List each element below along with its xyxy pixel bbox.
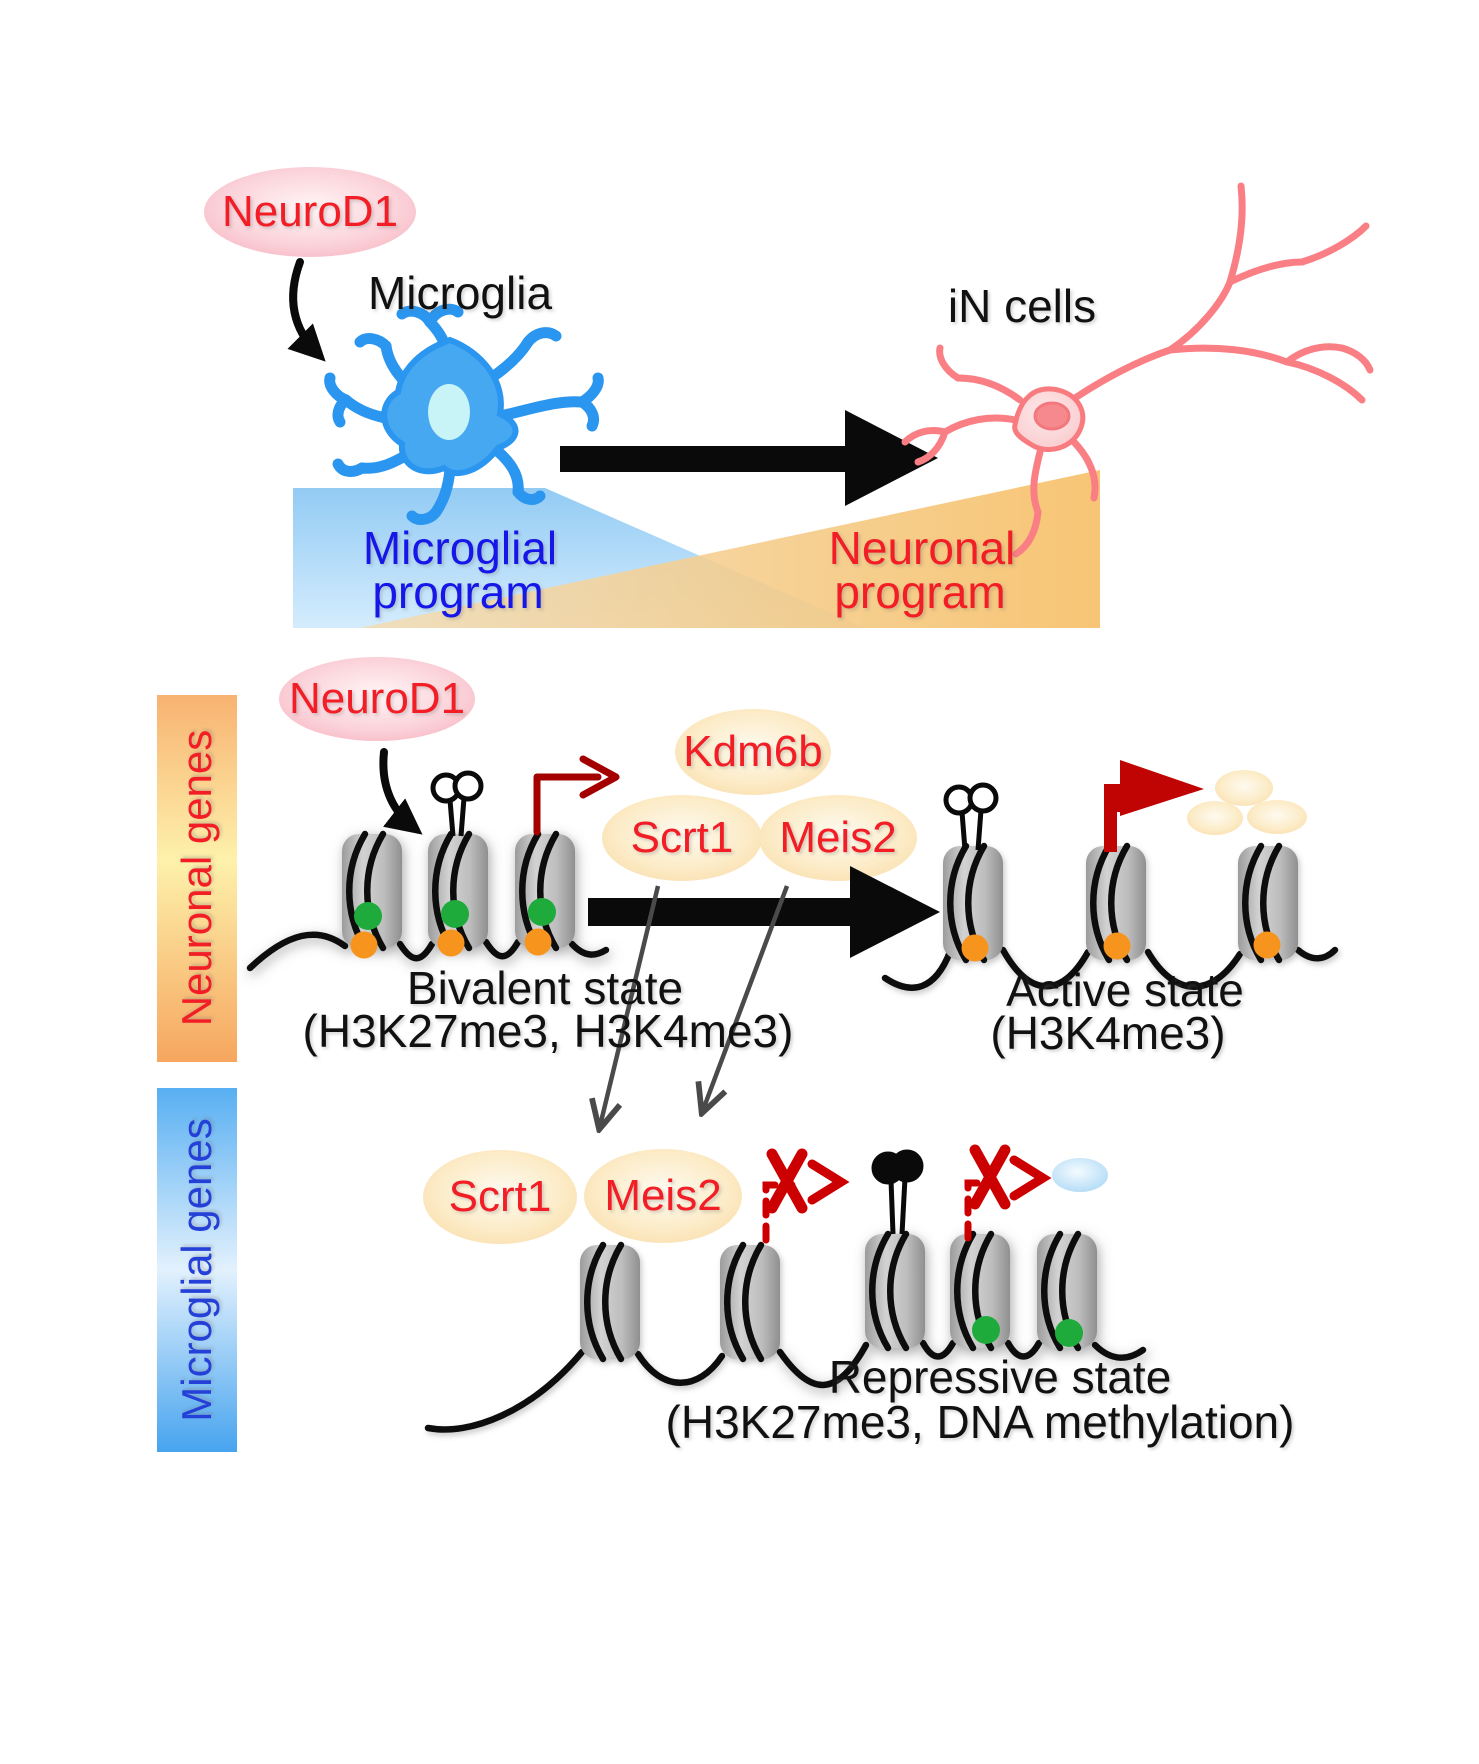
- microglial-program-label-line1: Microglial: [362, 521, 558, 574]
- dna-linker: [776, 1341, 870, 1389]
- h3k27me3-marks-bivalent: [350, 928, 552, 959]
- repressed-protein-oval: [1052, 1158, 1108, 1192]
- neuronal-program-label-line2: program: [834, 565, 1006, 618]
- dna-linker: [396, 940, 436, 962]
- in-cells-label: iN cells: [947, 279, 1097, 332]
- microglia-nucleus: [428, 384, 470, 440]
- microglial-genes-bar: [157, 1088, 237, 1452]
- dna-linker: [1004, 1339, 1043, 1360]
- dna-linker: [881, 948, 954, 991]
- dna-linker: [1144, 948, 1244, 990]
- dna-linker: [1294, 946, 1339, 962]
- active-state-title: Active state: [1006, 963, 1244, 1016]
- microglial-program-label-line2: program: [372, 565, 544, 618]
- meis2-oval-lower: [584, 1149, 742, 1243]
- repressive-nucleosomes: [776, 1234, 1147, 1389]
- dna-linker: [424, 1348, 586, 1433]
- meis2-label-lower: Meis2: [604, 1170, 722, 1220]
- scrt1-oval: [602, 795, 762, 881]
- repressive-state-marks: (H3K27me3, DNA methylation): [665, 1395, 1295, 1448]
- dna-linker: [919, 1339, 957, 1360]
- active-nucleosomes: [881, 846, 1339, 991]
- transition-arrow: [588, 866, 940, 958]
- neurod1-oval-mid: [279, 657, 475, 741]
- dna-linker: [999, 946, 1092, 990]
- neurod1-label-mid: NeuroD1: [288, 673, 466, 723]
- bivalent-state-title: Bivalent state: [406, 961, 684, 1014]
- meis2-label: Meis2: [779, 812, 897, 862]
- scrt1-label-lower: Scrt1: [448, 1171, 552, 1221]
- bivalent-state-marks: (H3K27me3, H3K4me3): [302, 1004, 794, 1057]
- conversion-arrow: [560, 410, 938, 506]
- dna-linker: [568, 940, 610, 958]
- neuronal-genes-row-label: Neuronal genes: [172, 729, 220, 1027]
- microglial-genes-row-label: Microglial genes: [172, 1118, 220, 1422]
- neurod1-oval-top: [204, 167, 416, 257]
- microglial-nucleosomes: [424, 1245, 780, 1433]
- dna-linker: [1091, 1341, 1147, 1361]
- neurod1-label-top: NeuroD1: [221, 186, 399, 236]
- recruitment-arrow-meis2: [703, 885, 790, 1110]
- dna-linker: [634, 1350, 726, 1386]
- neurod1-induction-arrow: [287, 258, 326, 362]
- bivalent-nucleosomes: [246, 834, 610, 972]
- dna-linker: [482, 938, 522, 960]
- h3k4me3-marks-active: [961, 931, 1281, 962]
- neuronal-genes-bar: [157, 695, 237, 1062]
- active-state-marks: (H3K4me3): [990, 1006, 1226, 1059]
- microglia-label: Microglia: [367, 266, 553, 319]
- methylated-cpg-icon: [871, 1149, 924, 1235]
- recruitment-arrow-scrt1: [600, 885, 661, 1126]
- h3k27me3-marks-repressive: [972, 1316, 1083, 1347]
- kdm6b-label: Kdm6b: [683, 726, 823, 776]
- blocked-promoter-icon-1: [762, 1148, 850, 1244]
- meis2-oval: [759, 795, 917, 881]
- h3k4me3-marks-bivalent: [354, 898, 556, 930]
- unmethylated-cpg-icon: [430, 770, 484, 837]
- scrt1-label: Scrt1: [630, 812, 734, 862]
- in-neuron: [901, 182, 1374, 558]
- neuronal-program-label-line1: Neuronal: [828, 521, 1016, 574]
- transcription-flag-icon: [1104, 760, 1204, 852]
- in-neuron-nucleus: [1033, 401, 1071, 431]
- kdm6b-oval: [675, 709, 831, 795]
- protein-complex-ovals: [1187, 770, 1307, 835]
- repressive-state-title: Repressive state: [828, 1350, 1172, 1403]
- microglia-cell: [324, 303, 604, 525]
- dna-linker: [246, 931, 349, 972]
- blocked-promoter-icon-2: [964, 1144, 1052, 1242]
- unmethylated-cpg-icon-active: [943, 782, 999, 851]
- scrt1-oval-lower: [423, 1150, 577, 1244]
- neuronal-program-wedge: [360, 470, 1100, 628]
- promoter-arrow-icon: [533, 755, 620, 836]
- neurod1-binding-arrow: [379, 748, 423, 835]
